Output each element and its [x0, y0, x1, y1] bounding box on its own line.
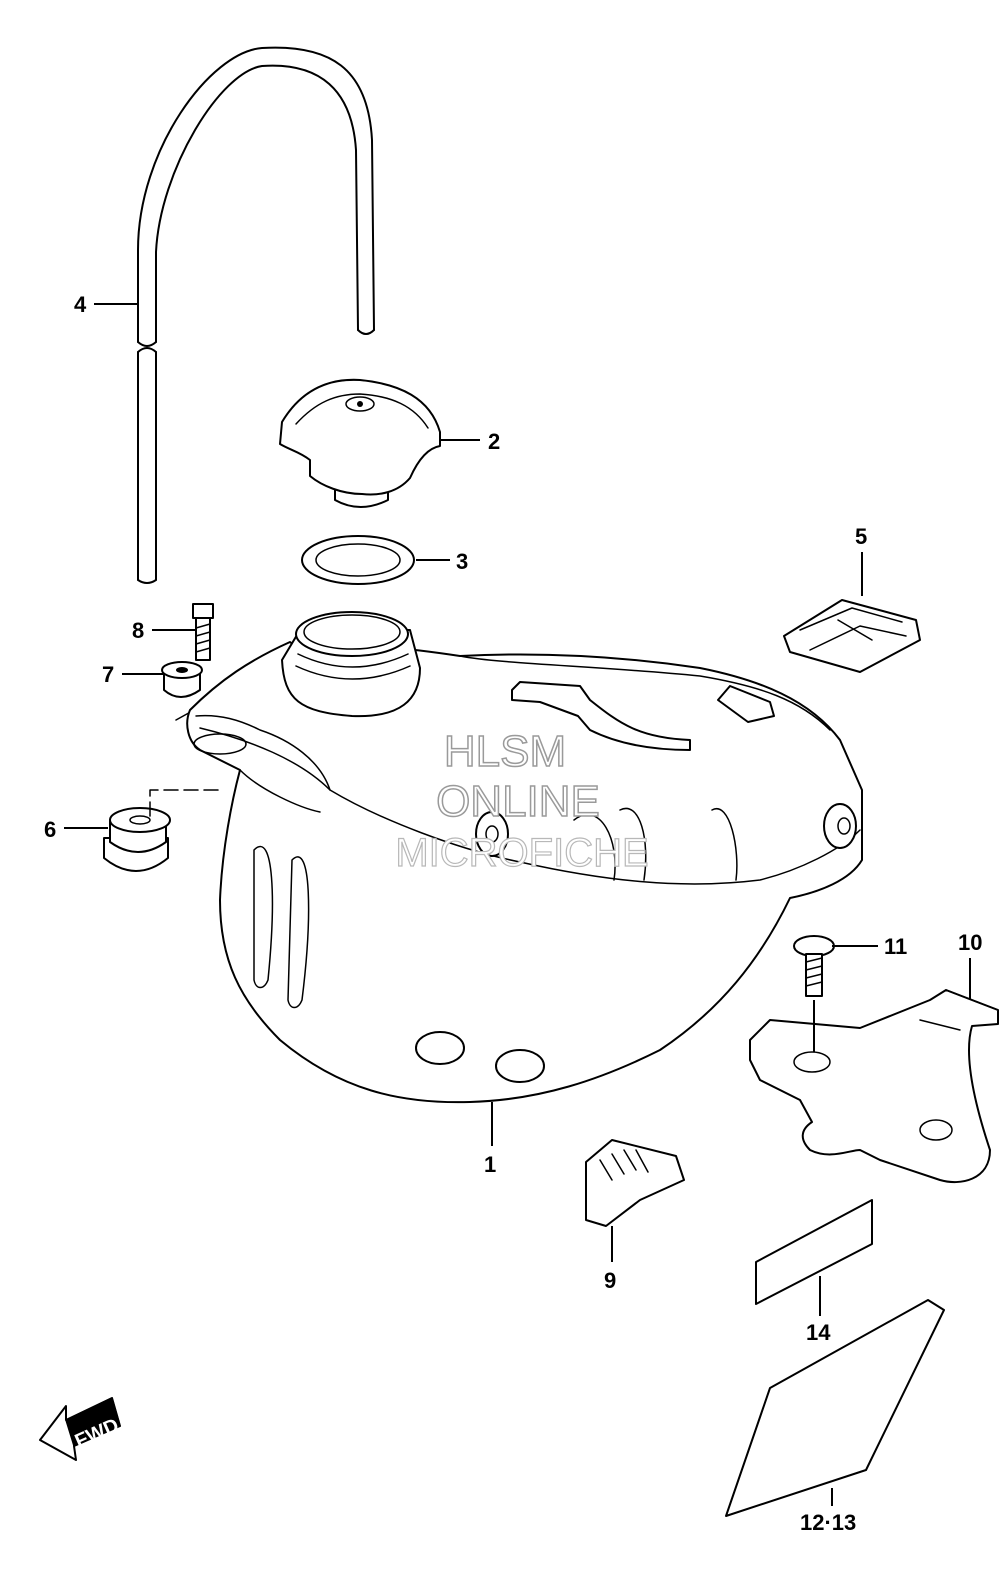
- callout-6: 6: [44, 817, 56, 842]
- strap-clip-5: [783, 599, 921, 673]
- collar-7: [161, 661, 203, 698]
- callout-5: 5: [855, 524, 867, 549]
- watermark: HLSM ONLINE MICROFICHE: [395, 726, 650, 875]
- fuel-tank: [186, 611, 863, 1104]
- breather-hose: [137, 46, 375, 584]
- callout-10: 10: [958, 930, 982, 955]
- callout-11: 11: [884, 934, 907, 959]
- watermark-line-1: HLSM: [444, 727, 566, 776]
- callout-3: 3: [456, 549, 468, 574]
- bolt-8: [192, 603, 214, 661]
- callout-7: 7: [102, 662, 114, 687]
- callout-2: 2: [488, 429, 500, 454]
- screw-11: [793, 935, 835, 997]
- callout-9: 9: [604, 1268, 616, 1293]
- fuel-cap: [279, 378, 441, 508]
- callout-12-13: 12·13: [800, 1510, 856, 1535]
- cap-gasket: [301, 535, 415, 585]
- tank-bracket-10: [749, 989, 999, 1184]
- leader-lines: [64, 303, 971, 1506]
- grommet-6: [103, 807, 171, 872]
- callout-14: 14: [806, 1320, 831, 1345]
- callout-labels: 4 2 3 5 8 7 6 11 10 1 9 14 12·13: [44, 292, 982, 1535]
- callout-8: 8: [132, 618, 144, 643]
- label-14: [755, 1199, 873, 1305]
- callout-4: 4: [74, 292, 87, 317]
- forward-direction-arrow: FWD: [39, 1396, 122, 1461]
- watermark-line-3: MICROFICHE: [395, 831, 648, 875]
- callout-1: 1: [484, 1152, 496, 1177]
- cushion-9: [585, 1139, 685, 1227]
- label-12-13: [725, 1299, 945, 1517]
- watermark-line-2: ONLINE: [436, 777, 600, 826]
